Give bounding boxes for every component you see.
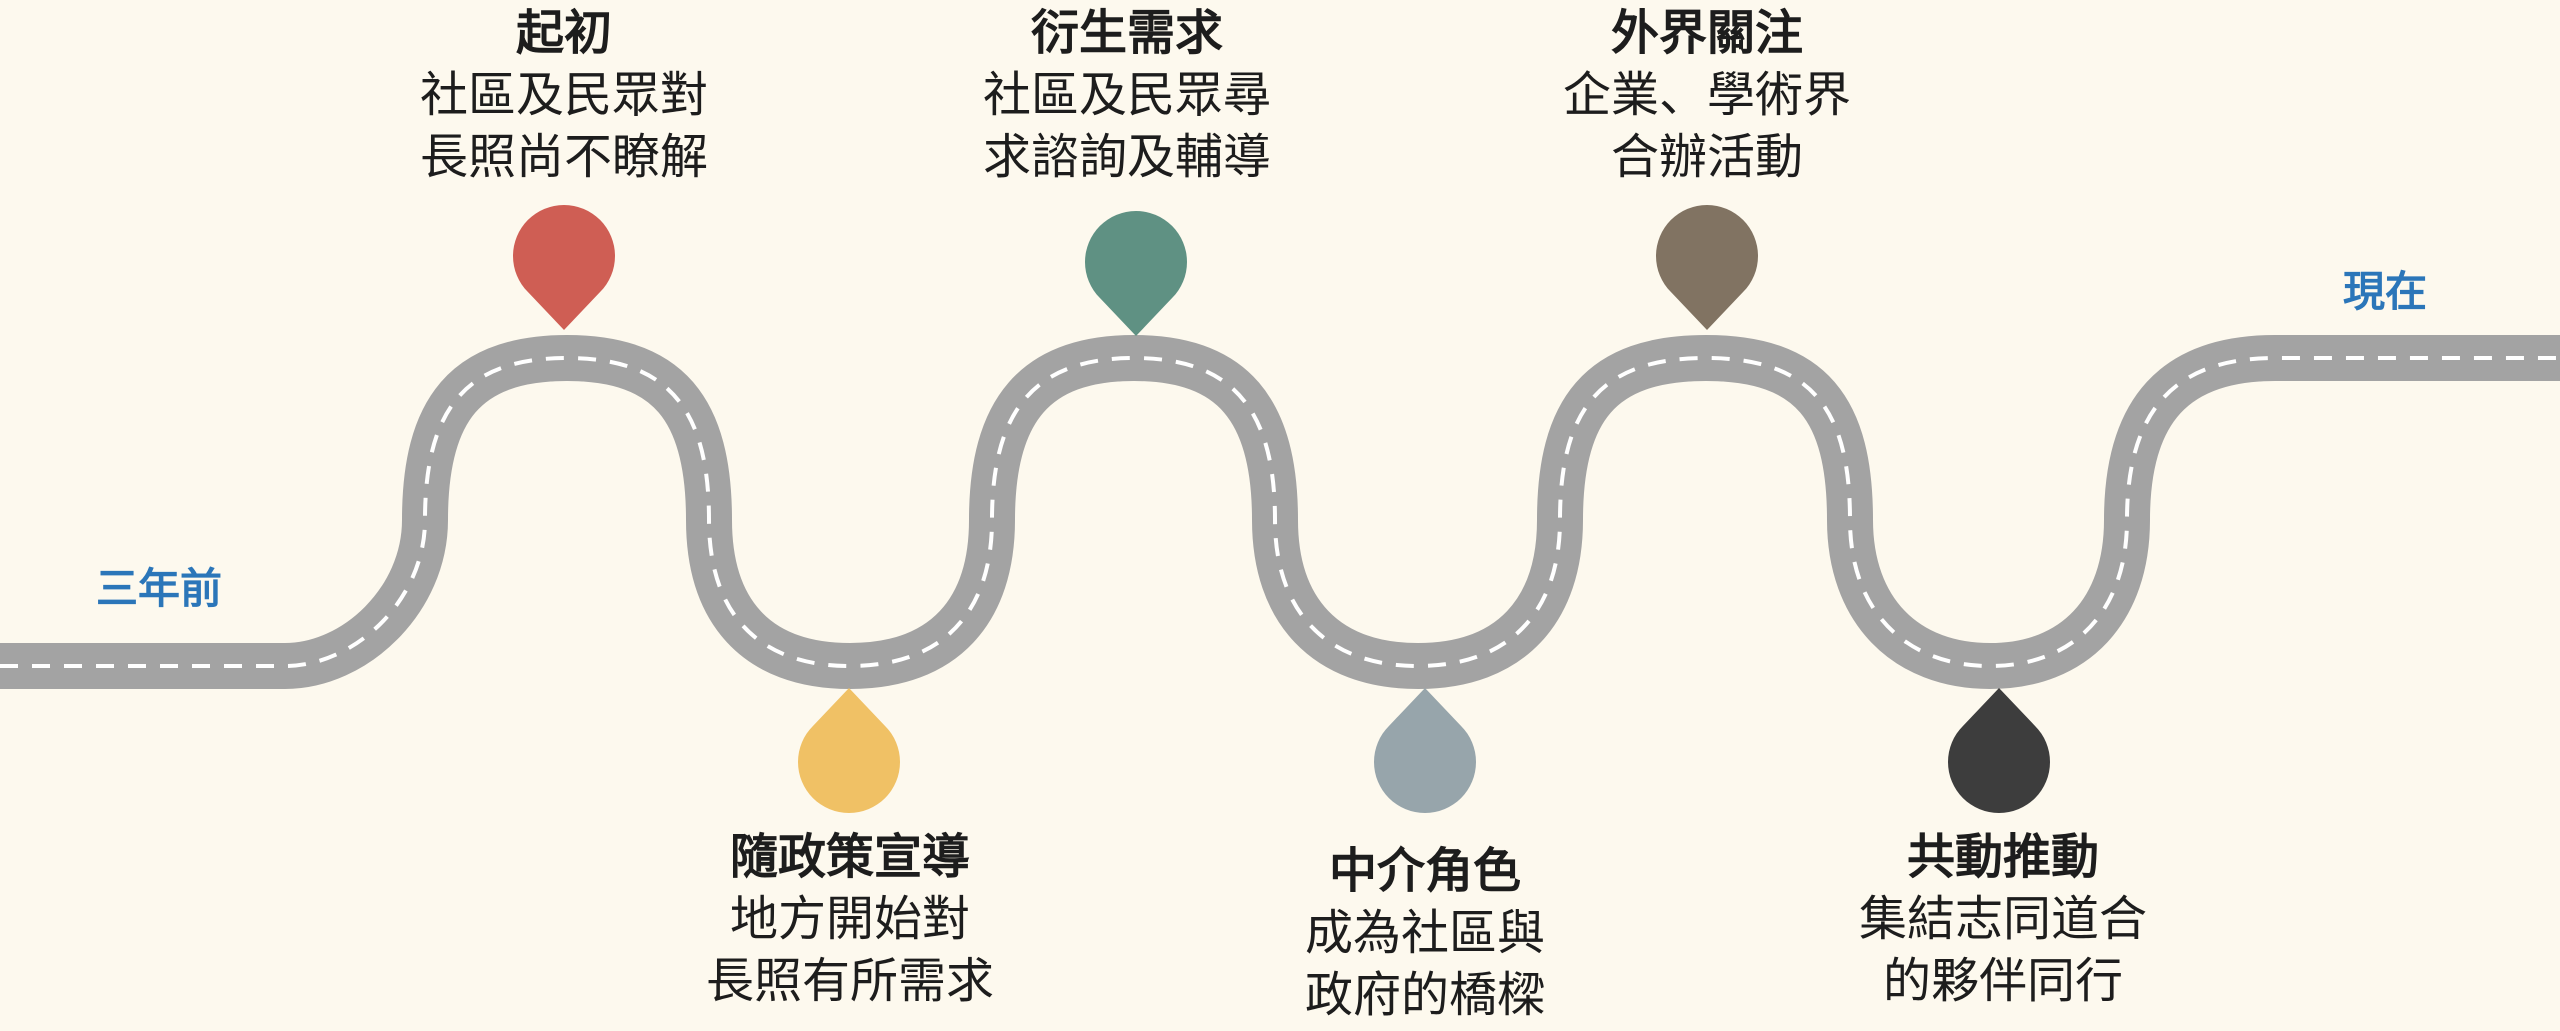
milestone-title: 起初 [515,5,612,61]
milestone-2-text: 隨政策宣導 地方開始對 長照有所需求 [650,826,1050,1012]
map-pin-icon [513,204,615,330]
milestone-description-line: 求諮詢及輔導 [982,129,1271,185]
milestone-1-text: 起初 社區及民眾對 長照尚不瞭解 [364,2,764,188]
milestone-description-line: 長照尚不瞭解 [419,129,708,185]
start-label: 三年前 [96,564,223,613]
map-pin-icon [797,688,900,814]
milestone-4-text: 中介角色 成為社區與 政府的橋樑 [1225,840,1625,1026]
map-pin-icon [1085,210,1187,336]
milestone-5-text: 外界關注 企業、學術界 合辦活動 [1507,2,1907,188]
milestone-title: 衍生需求 [1030,5,1223,61]
milestone-title: 中介角色 [1328,843,1521,899]
milestone-3-text: 衍生需求 社區及民眾尋 求諮詢及輔導 [927,2,1327,188]
milestone-description-line: 的夥伴同行 [1882,953,2123,1009]
milestone-description-line: 企業、學術界 [1562,67,1851,123]
milestone-description-line: 集結志同道合 [1858,891,2147,947]
milestone-title: 共動推動 [1906,829,2099,885]
end-label: 現在 [2343,267,2428,316]
milestone-title: 隨政策宣導 [729,829,970,885]
milestone-description-line: 地方開始對 [729,891,970,947]
road-center-dashed-line [0,355,2560,669]
milestone-description-line: 社區及民眾對 [419,67,708,123]
milestone-6-text: 共動推動 集結志同道合 的夥伴同行 [1803,826,2203,1012]
milestone-description-line: 社區及民眾尋 [982,67,1271,123]
map-pin-icon [1655,204,1758,330]
milestone-pins [513,204,2050,814]
milestone-description-line: 長照有所需求 [705,953,994,1009]
milestone-description-line: 成為社區與 [1304,905,1545,961]
milestone-title: 外界關注 [1610,5,1803,61]
map-pin-icon [1374,688,1477,814]
map-pin-icon [1948,688,2050,814]
milestone-description-line: 合辦活動 [1610,129,1803,185]
milestone-description-line: 政府的橋樑 [1304,967,1545,1023]
